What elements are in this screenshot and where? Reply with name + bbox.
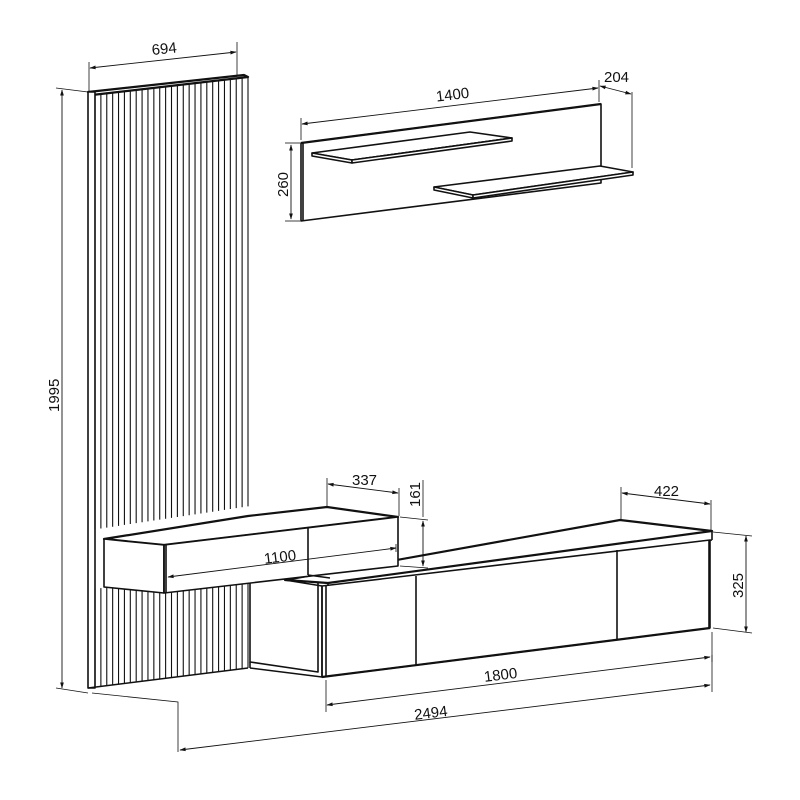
dimension-cabinet-width: 1800	[325, 632, 713, 712]
label-1995: 1995	[46, 379, 63, 412]
label-1100: 1100	[263, 547, 297, 568]
dimension-slat-height: 1995	[46, 87, 89, 694]
label-204: 204	[604, 69, 629, 86]
dimension-slat-width: 694	[88, 39, 238, 92]
label-1800: 1800	[483, 665, 518, 686]
label-422: 422	[654, 483, 679, 500]
label-325: 325	[730, 573, 747, 598]
wall-shelf-unit	[300, 102, 634, 222]
label-260: 260	[275, 172, 292, 197]
slatted-wall-panel	[86, 73, 250, 689]
dimension-box-depth: 337	[326, 472, 400, 516]
dimension-shelf-depth: 204	[599, 69, 633, 168]
label-2494: 2494	[413, 703, 448, 724]
dimension-box-height: 161	[399, 480, 429, 569]
label-1400: 1400	[435, 85, 470, 106]
dimension-shelf-height: 260	[275, 142, 300, 222]
label-161: 161	[407, 482, 424, 507]
dimension-cabinet-height: 325	[712, 531, 753, 634]
label-694: 694	[151, 39, 178, 59]
dimension-overall-width: 2494	[91, 655, 713, 752]
label-337: 337	[352, 472, 377, 489]
dimension-cabinet-depth: 422	[620, 483, 712, 530]
dimension-shelf-width: 1400	[300, 80, 600, 140]
dimension-box-width: 1100	[167, 544, 397, 579]
